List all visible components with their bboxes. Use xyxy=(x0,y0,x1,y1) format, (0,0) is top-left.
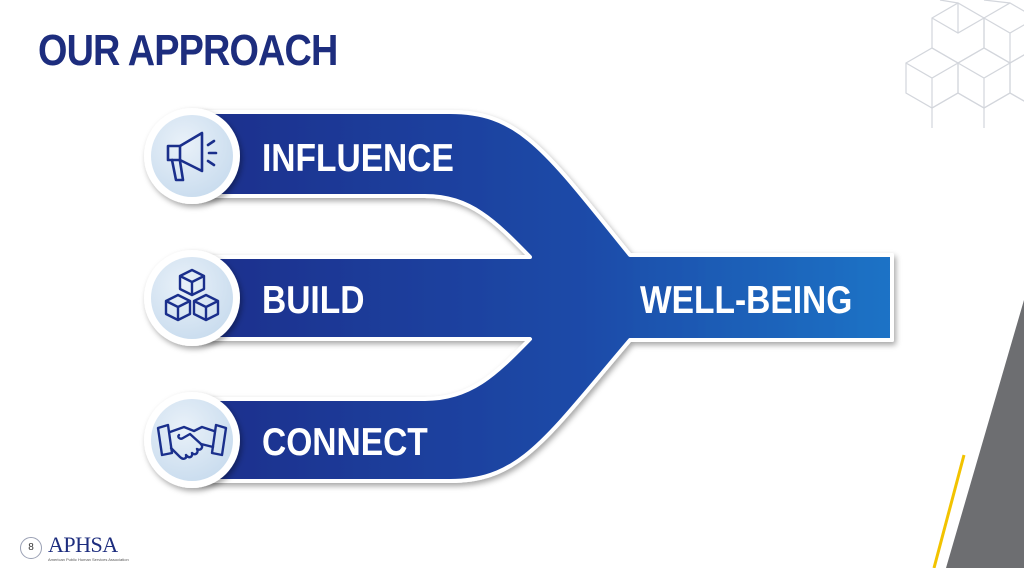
aphsa-logo: APHSA American Public Human Services Ass… xyxy=(48,532,129,563)
connect-icon-badge xyxy=(144,392,240,488)
blocks-icon xyxy=(164,268,220,322)
gold-line-decoration xyxy=(932,454,966,568)
cube-pattern-decoration xyxy=(905,0,1024,128)
page-number: 8 xyxy=(20,537,42,559)
branch-label-build: BUILD xyxy=(262,278,364,322)
slide-title: OUR APPROACH xyxy=(38,26,338,75)
build-icon-badge xyxy=(144,250,240,346)
megaphone-icon xyxy=(166,131,218,182)
branch-label-connect: CONNECT xyxy=(262,420,428,464)
handshake-icon xyxy=(156,423,228,460)
gray-wedge-decoration xyxy=(946,300,1024,568)
converging-arrow xyxy=(196,110,894,483)
logo-subtitle: American Public Human Services Associati… xyxy=(48,557,129,562)
outcome-label: WELL-BEING xyxy=(640,278,852,322)
logo-name: APHSA xyxy=(48,532,118,557)
influence-icon-badge xyxy=(144,108,240,204)
branch-label-influence: INFLUENCE xyxy=(262,136,454,180)
